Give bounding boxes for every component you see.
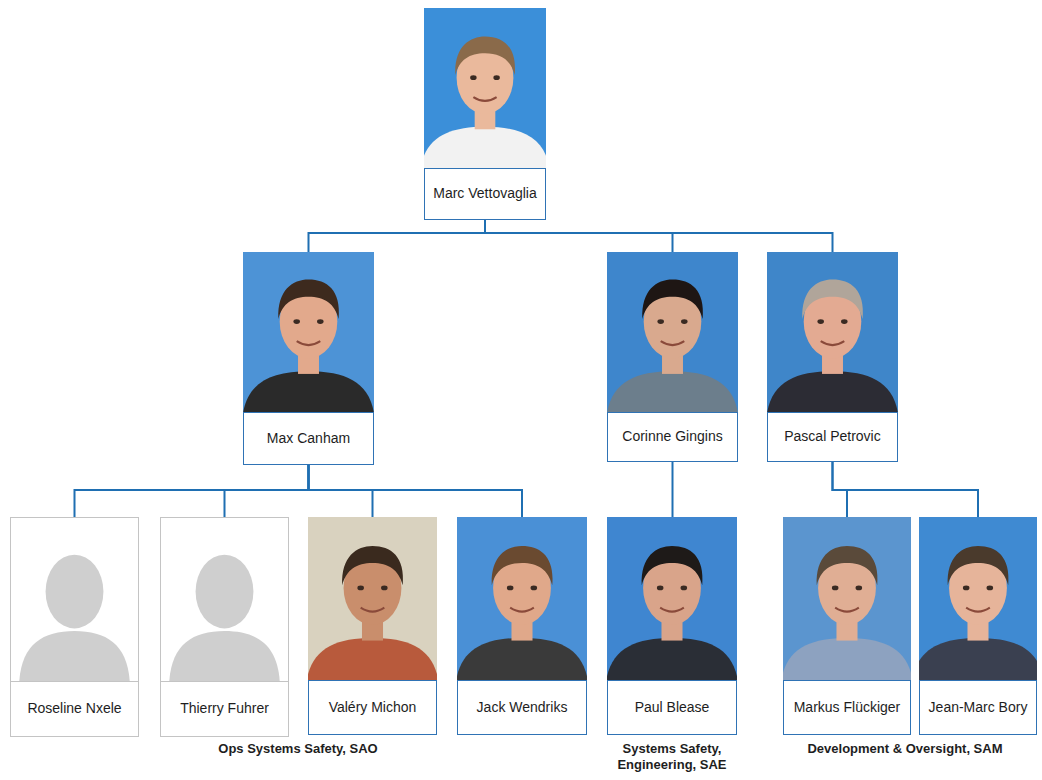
portrait-photo: [243, 252, 374, 412]
name-box: Pascal Petrovic: [767, 412, 898, 462]
connector-line: [672, 462, 674, 517]
portrait-photo: [457, 517, 587, 680]
person-card: Jack Wendriks: [457, 517, 587, 735]
name-box: Paul Blease: [607, 680, 737, 735]
person-card: Roseline Nxele: [10, 517, 139, 737]
portrait-photo: [308, 517, 437, 680]
person-name: Jean-Marc Bory: [929, 699, 1028, 717]
connector-line: [309, 220, 486, 252]
portrait-photo: [767, 252, 898, 412]
connector-line: [833, 462, 979, 517]
department-label: Ops Systems Safety, SAO: [168, 741, 428, 757]
name-box: Valéry Michon: [308, 680, 437, 735]
connector-line: [75, 465, 309, 517]
person-card: Marc Vettovaglia: [424, 8, 546, 220]
person-name: Max Canham: [267, 430, 350, 448]
name-box: Max Canham: [243, 412, 374, 465]
name-box: Thierry Fuhrer: [161, 681, 288, 736]
portrait-photo: [607, 252, 738, 412]
person-card: Paul Blease: [607, 517, 737, 735]
person-card: Pascal Petrovic: [767, 252, 898, 462]
portrait-photo: [783, 517, 911, 680]
name-box: Markus Flückiger: [783, 680, 911, 735]
connector-line: [225, 465, 309, 517]
person-card: Max Canham: [243, 252, 374, 465]
person-name: Markus Flückiger: [794, 699, 901, 717]
person-name: Roseline Nxele: [27, 700, 121, 718]
person-name: Thierry Fuhrer: [180, 700, 269, 718]
department-label: Systems Safety, Engineering, SAE: [607, 741, 737, 772]
portrait-photo: [607, 517, 737, 680]
person-card: Valéry Michon: [308, 517, 437, 735]
person-card: Markus Flückiger: [783, 517, 911, 735]
portrait-photo: [424, 8, 546, 168]
connector-line: [485, 220, 673, 252]
person-name: Valéry Michon: [329, 699, 417, 717]
name-box: Marc Vettovaglia: [424, 168, 546, 220]
person-name: Jack Wendriks: [477, 699, 568, 717]
portrait-photo: [161, 518, 288, 681]
department-label: Development & Oversight, SAM: [785, 741, 1025, 757]
name-box: Roseline Nxele: [11, 681, 138, 736]
person-card: Corinne Gingins: [607, 252, 738, 462]
name-box: Jean-Marc Bory: [919, 680, 1037, 735]
portrait-photo: [11, 518, 138, 681]
person-card: Jean-Marc Bory: [919, 517, 1037, 735]
connector-line: [485, 220, 833, 252]
person-name: Pascal Petrovic: [784, 428, 880, 446]
person-name: Marc Vettovaglia: [433, 185, 537, 203]
portrait-photo: [919, 517, 1037, 680]
person-name: Corinne Gingins: [622, 428, 722, 446]
name-box: Jack Wendriks: [457, 680, 587, 735]
person-card: Thierry Fuhrer: [160, 517, 289, 737]
person-name: Paul Blease: [635, 699, 710, 717]
connector-line: [309, 465, 523, 517]
name-box: Corinne Gingins: [607, 412, 738, 462]
